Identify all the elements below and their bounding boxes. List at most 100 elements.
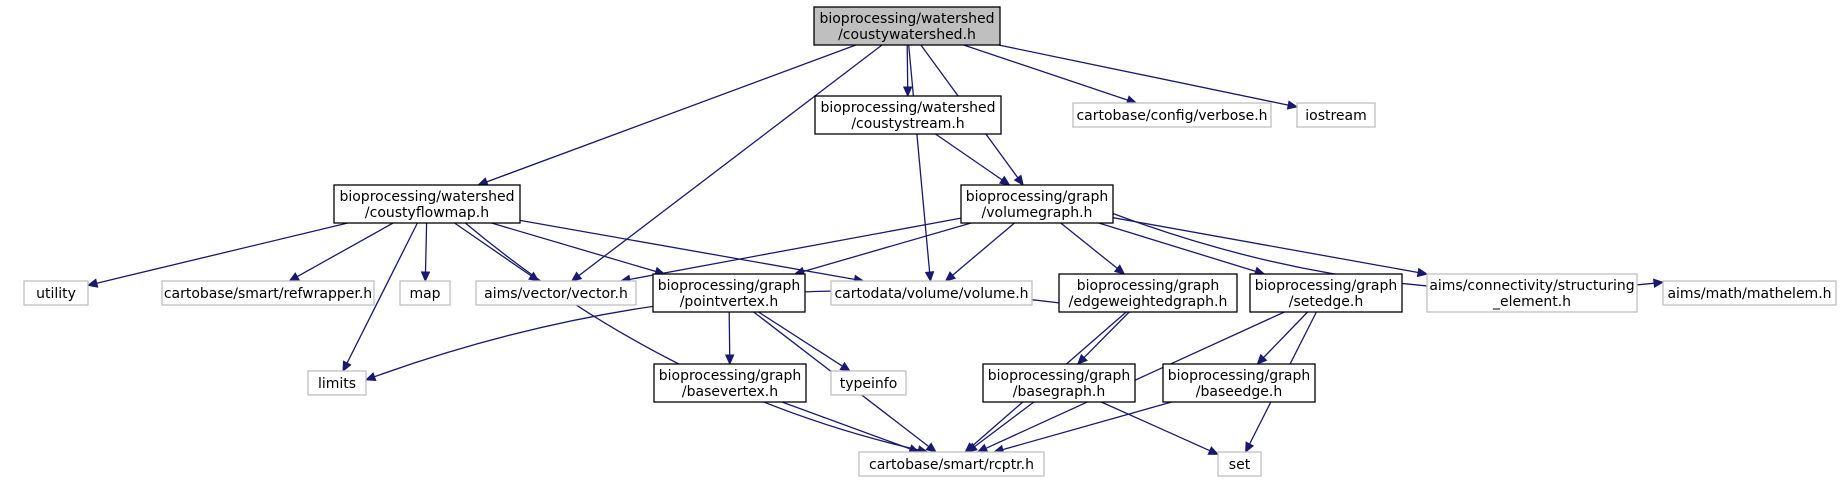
node-utility: utility [23, 280, 89, 306]
node-label: cartobase/smart/refwrapper.h [164, 286, 372, 302]
node-cartobase-smart-refwrapper-h: cartobase/smart/refwrapper.h [161, 280, 375, 306]
arrowhead [570, 271, 583, 282]
node-label: _element.h [1492, 294, 1571, 310]
node-label: bioprocessing/graph [658, 278, 801, 294]
node-label: limits [318, 376, 356, 392]
edge-coustyflowmap-to-rcptr [464, 222, 919, 451]
node-box [814, 95, 1002, 135]
edge-root-to-iostream [998, 44, 1289, 106]
arrowhead [86, 278, 99, 288]
edge-coustyflowmap-to-pointvertex [491, 222, 657, 273]
node-box [830, 280, 1033, 306]
arrowhead [1245, 441, 1255, 454]
edge-coustyflowmap-to-utility [96, 222, 348, 284]
node-label: /setedge.h [1289, 294, 1363, 310]
arrowhead [902, 86, 913, 98]
node-label: typeinfo [840, 376, 898, 392]
node-label: bioprocessing/graph [988, 368, 1131, 384]
node-label: /coustystream.h [851, 116, 964, 132]
edge-volumegraph-to-setedge [1098, 222, 1256, 273]
node-bioprocessing-graph-volumegraph-h[interactable]: bioprocessing/graph/volumegraph.h [960, 184, 1114, 224]
arrowhead [1113, 264, 1126, 275]
node-cartodata-volume-volume-h: cartodata/volume/volume.h [830, 280, 1033, 306]
arrowhead [924, 271, 935, 283]
node-cartobase-smart-rcptr-h: cartobase/smart/rcptr.h [858, 451, 1045, 477]
node-label: /basevertex.h [682, 384, 778, 400]
node-box [1162, 363, 1316, 403]
node-aims-math-mathelem-h: aims/math/mathelem.h [1662, 280, 1837, 306]
node-box [1217, 451, 1262, 477]
node-label: bioprocessing/graph [1255, 278, 1398, 294]
node-label: bioprocessing/graph [659, 368, 802, 384]
node-label: utility [36, 286, 76, 302]
edge-coustyflowmap-to-limits [346, 222, 418, 364]
edge-edgeweighted-to-basegraph [1083, 311, 1130, 359]
arrowhead [998, 175, 1011, 186]
node-set: set [1217, 451, 1262, 477]
node-bioprocessing-watershed-coustyflowmap-h[interactable]: bioprocessing/watershed/coustyflowmap.h [333, 184, 521, 224]
node-label: set [1229, 457, 1251, 473]
edge-basegraph-to-set [1101, 401, 1211, 452]
edge-root-to-vector [578, 44, 883, 277]
edge-basevertex-to-rcptr [781, 401, 911, 450]
edge-root-to-volume [908, 44, 931, 273]
arrowhead [1207, 446, 1220, 455]
node-bioprocessing-graph-basegraph-h[interactable]: bioprocessing/graph/basegraph.h [982, 363, 1136, 403]
edge-pointvertex-to-basevertex [728, 311, 731, 356]
node-box [1426, 273, 1638, 313]
node-box [960, 184, 1114, 224]
arrowhead [1286, 100, 1299, 110]
node-label: cartodata/volume/volume.h [834, 286, 1028, 302]
node-bioprocessing-graph-edgeweightedgraph-h[interactable]: bioprocessing/graph/edgeweightedgraph.h [1058, 273, 1238, 313]
node-aims-vector-vector-h: aims/vector/vector.h [475, 280, 637, 306]
node-bioprocessing-watershed-coustywatershed-h[interactable]: bioprocessing/watershed/coustywatershed.… [813, 6, 1001, 46]
node-label: /edgeweightedgraph.h [1069, 294, 1228, 310]
arrowhead [925, 442, 937, 453]
node-bioprocessing-watershed-coustystream-h[interactable]: bioprocessing/watershed/coustystream.h [814, 95, 1002, 135]
arrowhead [1013, 174, 1024, 186]
edge-coustyflowmap-to-refwrapper [296, 222, 394, 278]
node-label: bioprocessing/watershed [819, 11, 994, 27]
arrowhead [1416, 267, 1429, 278]
edge-root-to-coustyflowmap [486, 44, 857, 183]
arrowhead [364, 372, 377, 382]
edge-baseedge-to-rcptr [1002, 401, 1172, 451]
node-box [1296, 102, 1376, 128]
node-label: iostream [1305, 108, 1367, 124]
edge-setedge-to-baseedge [1263, 311, 1309, 358]
node-label: map [409, 286, 440, 302]
node-box [475, 280, 637, 306]
node-bioprocessing-graph-pointvertex-h[interactable]: bioprocessing/graph/pointvertex.h [652, 273, 806, 313]
arrowhead [1076, 353, 1088, 365]
node-label: /basegraph.h [1013, 384, 1105, 400]
node-box [858, 451, 1045, 477]
node-label: cartobase/smart/rcptr.h [869, 457, 1034, 473]
node-box [307, 370, 367, 396]
node-cartobase-config-verbose-h: cartobase/config/verbose.h [1072, 102, 1272, 128]
node-box [1249, 273, 1403, 313]
edge-volumegraph-to-volume [952, 222, 1015, 276]
node-label: bioprocessing/watershed [339, 189, 514, 205]
edge-root-to-coustystream [906, 44, 909, 88]
node-label: aims/math/mathelem.h [1667, 286, 1831, 302]
edge-pointvertex-to-typeinfo [758, 311, 843, 367]
node-bioprocessing-graph-basevertex-h[interactable]: bioprocessing/graph/basevertex.h [653, 363, 807, 403]
node-bioprocessing-graph-baseedge-h[interactable]: bioprocessing/graph/baseedge.h [1162, 363, 1316, 403]
node-aims-connectivity-structuring-element-h: aims/connectivity/structuring_element.h [1426, 273, 1638, 313]
node-label: aims/vector/vector.h [484, 286, 628, 302]
node-bioprocessing-graph-setedge-h[interactable]: bioprocessing/graph/setedge.h [1249, 273, 1403, 313]
node-label: bioprocessing/graph [1168, 368, 1311, 384]
node-box [653, 363, 807, 403]
node-layer: bioprocessing/watershed/coustywatershed.… [23, 6, 1837, 477]
node-label: bioprocessing/watershed [820, 100, 995, 116]
edge-basegraph-to-rcptr [974, 401, 1035, 448]
edge-volumegraph-to-pointvertex [803, 222, 972, 273]
node-box [399, 280, 451, 306]
node-iostream: iostream [1296, 102, 1376, 128]
arrowhead [839, 361, 851, 372]
node-map: map [399, 280, 451, 306]
node-label: /volumegraph.h [982, 205, 1093, 221]
edge-root-to-verbose [963, 44, 1128, 101]
arrowhead [342, 360, 352, 373]
arrowhead [1256, 353, 1268, 365]
